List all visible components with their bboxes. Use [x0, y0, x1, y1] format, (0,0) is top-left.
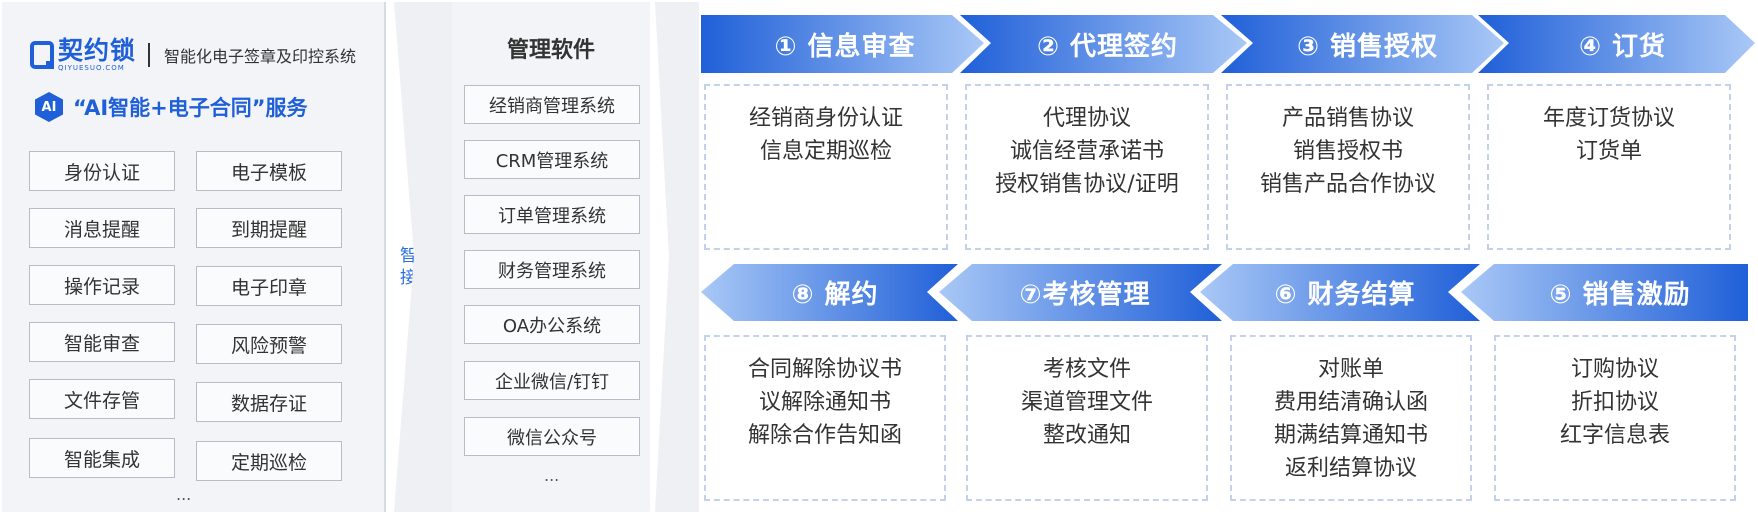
step-1-documents: 经销商身份认证 信息定期巡检 — [704, 84, 948, 250]
management-software-panel: 管理软件 经销商管理系统 CRM管理系统 订单管理系统 财务管理系统 OA办公系… — [452, 2, 650, 512]
feature-item: 智能集成 — [29, 438, 175, 478]
document-item: 订货单 — [1575, 139, 1642, 164]
step-2-chevron — [960, 15, 1247, 73]
document-item: 整改通知 — [1042, 423, 1131, 448]
step-6-chevron — [1200, 264, 1480, 321]
system-item: CRM管理系统 — [464, 140, 640, 179]
step-7-chevron — [939, 264, 1222, 321]
document-item: 返利结算协议 — [1284, 456, 1417, 481]
document-item: 对账单 — [1317, 357, 1384, 382]
document-item: 产品销售协议 — [1281, 106, 1414, 131]
document-item: 红字信息表 — [1559, 423, 1670, 448]
feature-item: 到期提醒 — [196, 208, 342, 248]
document-item: 年度订货协议 — [1542, 106, 1675, 131]
document-item: 折扣协议 — [1570, 390, 1659, 415]
feature-item: 电子模板 — [196, 151, 342, 191]
system-item: 订单管理系统 — [464, 195, 640, 234]
document-item: 期满结算通知书 — [1273, 423, 1428, 448]
step-8-documents: 合同解除协议书 议解除通知书 解除合作告知函 — [704, 335, 946, 501]
feature-panel: 契约锁 QIYUESUO.COM 智能化电子签章及印控系统 AI “AI智能+电… — [2, 2, 386, 512]
step-3-documents: 产品销售协议 销售授权书 销售产品合作协议 — [1226, 84, 1470, 250]
feature-item: 智能审查 — [29, 322, 175, 362]
document-item: 代理协议 — [1042, 106, 1131, 131]
more-systems: ... — [544, 466, 560, 485]
ai-service-title: “AI智能+电子合同”服务 — [73, 96, 308, 120]
step-label: ① 信息审查 — [774, 31, 916, 62]
document-item: 销售授权书 — [1292, 139, 1403, 164]
step-2-documents: 代理协议 诚信经营承诺书 授权销售协议/证明 — [965, 84, 1209, 250]
document-item: 订购协议 — [1570, 357, 1659, 382]
document-item: 诚信经营承诺书 — [1009, 139, 1164, 164]
step-label: ⑧ 解约 — [791, 280, 879, 310]
logo-icon — [30, 41, 54, 69]
management-title: 管理软件 — [506, 38, 595, 63]
step-8-chevron — [701, 264, 958, 321]
feature-item: 消息提醒 — [29, 208, 175, 248]
feature-item: 电子印章 — [196, 266, 342, 306]
document-item: 合同解除协议书 — [747, 357, 902, 382]
document-item: 授权销售协议/证明 — [995, 172, 1179, 197]
document-item: 经销商身份认证 — [748, 106, 903, 131]
ai-icon: AI — [35, 92, 63, 122]
step-label: ④ 订货 — [1578, 31, 1667, 62]
step-label: ⑦考核管理 — [1019, 280, 1151, 310]
step-label: ③ 销售授权 — [1296, 31, 1439, 62]
brand-logo: 契约锁 QIYUESUO.COM 智能化电子签章及印控系统 — [30, 38, 356, 72]
step-5-documents: 订购协议 折扣协议 红字信息表 — [1494, 335, 1736, 501]
system-item: OA办公系统 — [464, 305, 640, 344]
step-5-chevron — [1461, 264, 1748, 321]
system-item: 财务管理系统 — [464, 250, 640, 289]
more-features: ... — [176, 485, 192, 504]
system-item: 微信公众号 — [464, 417, 640, 456]
document-item: 销售产品合作协议 — [1259, 172, 1436, 197]
feature-item: 定期巡检 — [196, 441, 342, 481]
feature-item: 文件存管 — [29, 379, 175, 419]
step-label: ② 代理签约 — [1036, 31, 1179, 62]
step-1-chevron — [701, 15, 984, 73]
step-4-chevron — [1478, 15, 1755, 73]
step-label: ⑤ 销售激励 — [1549, 280, 1691, 310]
logo-divider — [148, 43, 151, 67]
document-item: 渠道管理文件 — [1020, 390, 1153, 415]
flow-arrow — [655, 2, 699, 512]
ai-service-heading: AI “AI智能+电子合同”服务 — [35, 92, 308, 122]
document-item: 考核文件 — [1042, 357, 1131, 382]
step-4-documents: 年度订货协议 订货单 — [1487, 84, 1731, 250]
system-item: 企业微信/钉钉 — [464, 361, 640, 400]
document-item: 费用结清确认函 — [1273, 390, 1428, 415]
brand-name: 契约锁 — [58, 36, 137, 65]
step-7-documents: 考核文件 渠道管理文件 整改通知 — [966, 335, 1208, 501]
system-item: 经销商管理系统 — [464, 85, 640, 124]
document-item: 解除合作告知函 — [747, 423, 902, 448]
feature-item: 风险预警 — [196, 324, 342, 364]
feature-item: 操作记录 — [29, 265, 175, 305]
step-label: ⑥ 财务结算 — [1274, 280, 1416, 310]
document-item: 议解除通知书 — [758, 390, 891, 415]
integration-arrow — [394, 2, 452, 512]
step-3-chevron — [1221, 15, 1504, 73]
brand-slogan: 智能化电子签章及印控系统 — [164, 47, 357, 66]
document-item: 信息定期巡检 — [759, 139, 892, 164]
feature-item: 身份认证 — [29, 151, 175, 191]
step-6-documents: 对账单 费用结清确认函 期满结算通知书 返利结算协议 — [1230, 335, 1472, 501]
brand-domain: QIYUESUO.COM — [58, 64, 125, 72]
feature-item: 数据存证 — [196, 382, 342, 422]
